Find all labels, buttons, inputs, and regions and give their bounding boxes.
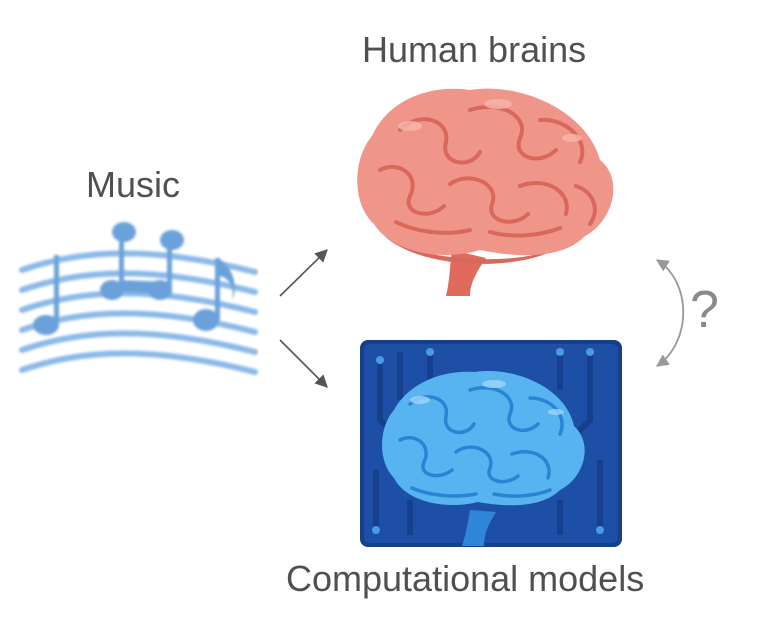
computational-models-label: Computational models (286, 558, 645, 599)
music-label: Music (86, 164, 181, 205)
arrow-music-to-models (279, 339, 328, 388)
circuit-brain-icon (360, 340, 622, 547)
question-mark-label: ? (690, 281, 719, 339)
bidirectional-arrow (655, 259, 685, 367)
music-staff-icon (19, 222, 258, 375)
human-brains-label: Human brains (362, 29, 587, 70)
arrow-music-to-human (279, 249, 328, 297)
human-brain-icon (357, 88, 614, 296)
